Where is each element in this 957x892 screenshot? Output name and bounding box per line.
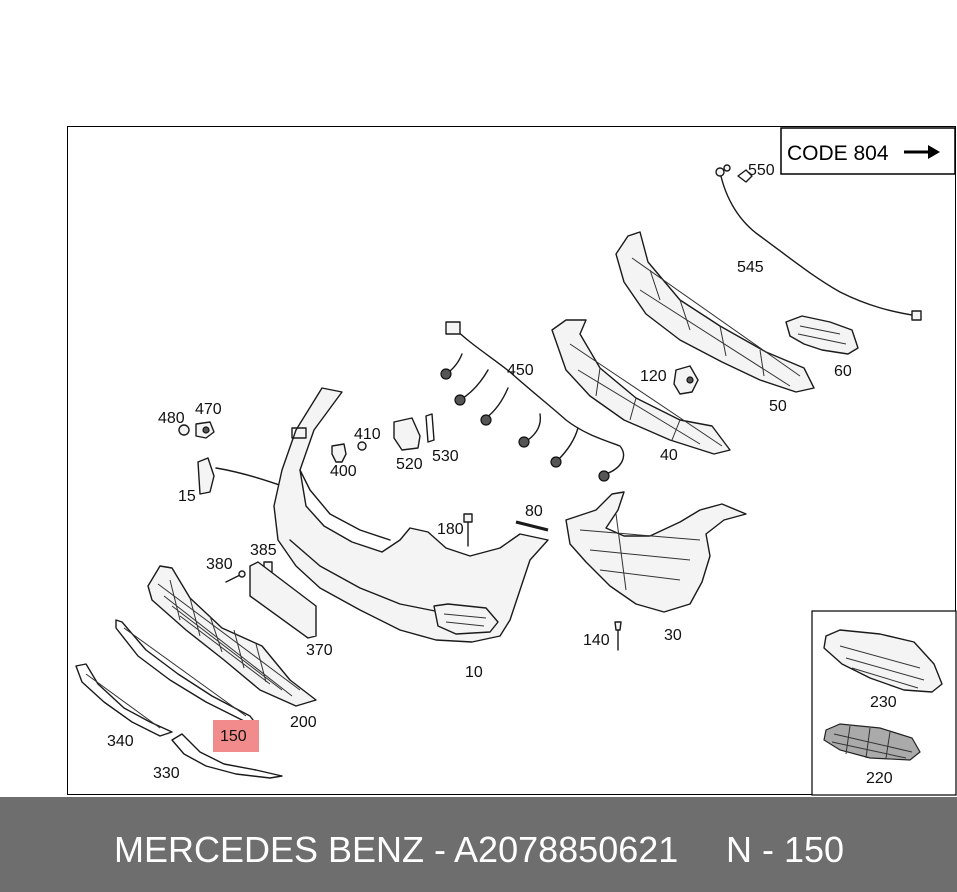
code-box: CODE 804 [780,127,956,175]
part-400-410-bolts [331,441,367,463]
label-80: 80 [525,503,543,520]
label-200: 200 [290,714,317,731]
label-410: 410 [354,426,381,443]
part-450-harness [440,321,625,482]
label-10: 10 [465,664,483,681]
code-label: CODE 804 [787,142,889,165]
footer-bar: MERCEDES BENZ - A2078850621 N - 150 [0,797,957,892]
highlight-box [213,720,259,752]
label-50: 50 [769,398,787,415]
part-330-trim [171,733,283,779]
label-545: 545 [737,259,764,276]
label-470: 470 [195,401,222,418]
part-180-bolt [463,513,473,547]
label-550: 550 [748,162,775,179]
part-220-mesh [823,723,921,761]
label-380: 380 [206,556,233,573]
part-40-reinforcement [551,319,731,455]
parts-diagram: CODE 804 [75,127,957,796]
part-30-bracket [565,491,747,613]
part-60-bracket [785,315,859,355]
part-labels: 550 545 60 50 120 40 450 480 470 410 400… [107,162,897,787]
label-400: 400 [330,463,357,480]
label-530: 530 [432,448,459,465]
part-480-470-sensors [178,421,215,439]
label-340: 340 [107,733,134,750]
part-545-cable [715,164,922,321]
part-370-plate [249,561,317,639]
label-40: 40 [660,447,678,464]
label-450: 450 [507,362,534,379]
label-520: 520 [396,456,423,473]
part-380-screw [225,570,246,583]
label-60: 60 [834,363,852,380]
label-120: 120 [640,368,667,385]
part-50-absorber [615,231,815,393]
part-15-cover [197,457,289,495]
diagram-frame [67,126,956,795]
part-80-strip [515,520,549,532]
label-230: 230 [870,694,897,711]
arrow-right-icon [904,145,940,159]
part-230-cover [823,629,943,693]
part-340-trim [75,663,173,737]
label-385: 385 [250,542,277,559]
label-150: 150 [220,728,247,745]
label-180: 180 [437,521,464,538]
part-140-pin [614,621,622,651]
label-30: 30 [664,627,682,644]
label-480: 480 [158,410,185,427]
footer-reference: N - 150 [726,829,845,870]
part-120-sensor [673,365,699,395]
label-220: 220 [866,770,893,787]
part-10-bumper [273,387,549,643]
label-15: 15 [178,488,196,505]
label-140: 140 [583,632,610,649]
footer-title: MERCEDES BENZ - A2078850621 [114,829,679,870]
label-370: 370 [306,642,333,659]
part-520-module [393,413,435,451]
label-330: 330 [153,765,180,782]
part-200-grille [147,565,317,707]
